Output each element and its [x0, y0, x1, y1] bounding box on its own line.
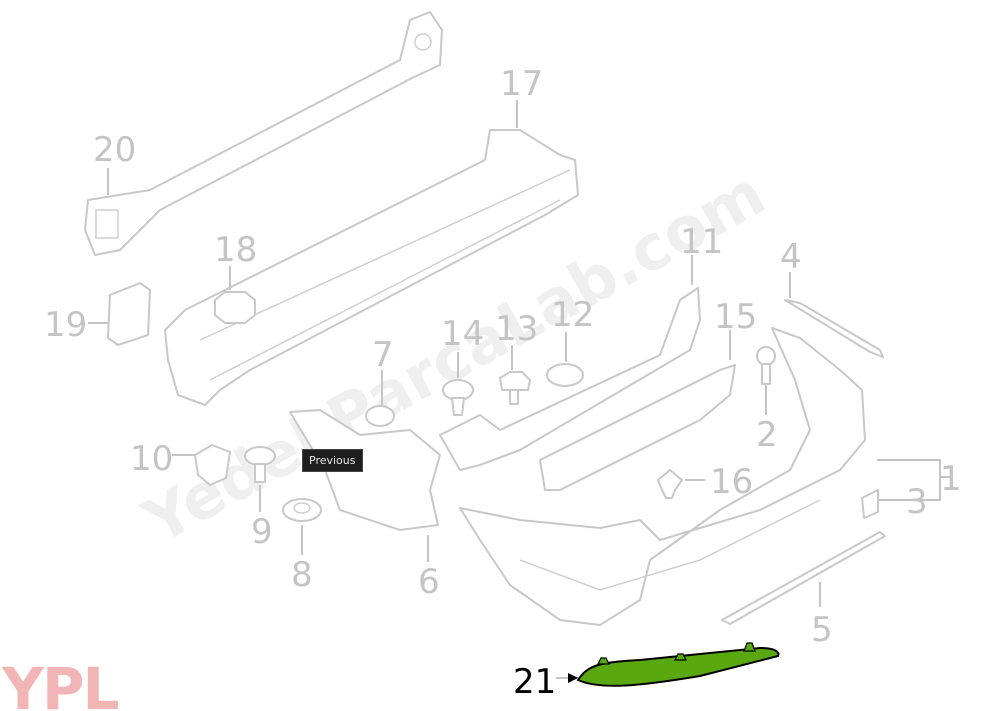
label-16[interactable]: 16: [710, 462, 753, 502]
label-19[interactable]: 19: [44, 305, 87, 345]
label-8[interactable]: 8: [291, 555, 313, 595]
part-7-bushing[interactable]: [365, 405, 395, 427]
part-13-bolt[interactable]: [499, 371, 531, 391]
part-8-nut[interactable]: [282, 498, 322, 522]
label-12[interactable]: 12: [551, 295, 594, 335]
label-14[interactable]: 14: [441, 314, 484, 354]
label-11[interactable]: 11: [680, 222, 723, 262]
part-11-bracket[interactable]: [439, 287, 701, 471]
part-6-side-bracket[interactable]: [289, 409, 441, 531]
part-2-screw[interactable]: [756, 346, 776, 366]
part-5-strip[interactable]: [721, 531, 886, 625]
part-4-strip[interactable]: [784, 299, 884, 358]
ypl-logo: YPL: [2, 655, 119, 711]
label-5[interactable]: 5: [811, 610, 833, 650]
label-17[interactable]: 17: [500, 64, 543, 104]
label-18[interactable]: 18: [214, 230, 257, 270]
part-19-plate[interactable]: [107, 282, 151, 346]
previous-tooltip: Previous: [302, 449, 363, 472]
label-20[interactable]: 20: [93, 130, 136, 170]
part-1-bumper-cover[interactable]: [459, 327, 866, 626]
part-20-bracket[interactable]: [84, 11, 443, 256]
label-9[interactable]: 9: [251, 512, 273, 552]
part-3-reflector[interactable]: [861, 489, 879, 519]
part-18-nut[interactable]: [214, 291, 256, 324]
part-12-nut[interactable]: [546, 363, 584, 387]
label-1[interactable]: 1: [940, 459, 962, 499]
part-15-bracket[interactable]: [539, 364, 736, 491]
part-17-reinforcement-beam[interactable]: [164, 129, 579, 406]
callout-arrows: [88, 100, 950, 679]
part-16-clip[interactable]: [657, 469, 683, 499]
label-4[interactable]: 4: [780, 237, 802, 277]
part-10-clip[interactable]: [194, 444, 231, 486]
label-10[interactable]: 10: [130, 439, 173, 479]
label-3[interactable]: 3: [906, 482, 928, 522]
label-6[interactable]: 6: [418, 562, 440, 602]
label-21[interactable]: 21: [513, 662, 556, 702]
label-13[interactable]: 13: [495, 309, 538, 349]
label-7[interactable]: 7: [372, 335, 394, 375]
label-15[interactable]: 15: [714, 297, 757, 337]
part-9-screw[interactable]: [244, 446, 276, 466]
label-2[interactable]: 2: [756, 415, 778, 455]
